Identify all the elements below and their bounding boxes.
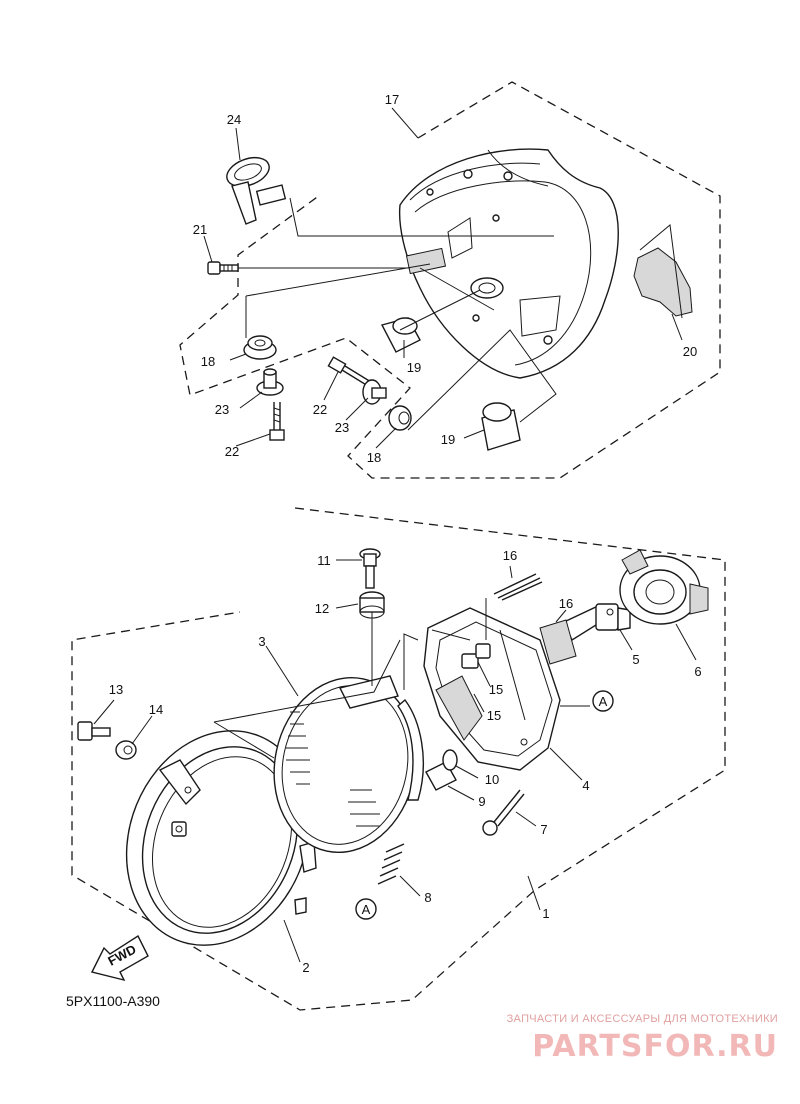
- callout-19-a: 19: [407, 360, 421, 375]
- assembly-1-boundary: [71, 507, 726, 1011]
- bolt-22-a: [327, 356, 372, 387]
- callout-13: 13: [109, 682, 123, 697]
- spring-8: [377, 843, 405, 885]
- callout-19-b: 19: [441, 432, 455, 447]
- grommet-14: [115, 740, 137, 760]
- side-cover-20: [633, 247, 693, 317]
- callout-18-b: 18: [367, 450, 381, 465]
- callout-21: 21: [193, 222, 207, 237]
- adjusting-screw-7: [482, 789, 525, 836]
- callout-15-b: 15: [487, 708, 501, 723]
- collar-23-a: [256, 368, 284, 396]
- grommet-18-a: [243, 335, 277, 360]
- ref-marker-a-lower: A: [355, 898, 377, 920]
- headlight-bracket-4: [423, 607, 561, 771]
- bolt-11: [359, 548, 381, 589]
- ref-marker-a-upper: A: [592, 690, 614, 712]
- callout-24: 24: [227, 112, 241, 127]
- headlight-housing: [398, 148, 619, 379]
- callout-leaders: [93, 107, 697, 963]
- ref-marker-label: A: [362, 902, 371, 917]
- screw-21: [207, 261, 239, 275]
- callout-16-b: 16: [559, 596, 573, 611]
- ref-marker-label: A: [599, 694, 608, 709]
- spring-16: [493, 573, 543, 601]
- grommet-18-b: [388, 405, 412, 431]
- headlight-lens-3: [273, 675, 424, 853]
- callout-14: 14: [149, 702, 163, 717]
- callout-5: 5: [632, 652, 639, 667]
- callout-7: 7: [540, 822, 547, 837]
- fwd-arrow-icon: FWD: [90, 934, 149, 982]
- headlight-bulb-5: [563, 603, 631, 642]
- callout-4: 4: [582, 778, 589, 793]
- diagram-code: 5PX1100-A390: [66, 993, 160, 1009]
- bulb-cover-6: [619, 549, 709, 625]
- callout-18-a: 18: [201, 354, 215, 369]
- callout-8: 8: [424, 890, 431, 905]
- callout-3: 3: [258, 634, 265, 649]
- callout-16-a: 16: [503, 548, 517, 563]
- callout-17: 17: [385, 92, 399, 107]
- assembly-17-boundary: [179, 81, 721, 479]
- watermark: ЗАПЧАСТИ И АКСЕССУАРЫ ДЛЯ МОТОТЕХНИКИ PA…: [507, 1013, 778, 1064]
- callout-23-a: 23: [215, 402, 229, 417]
- nut-10: [442, 749, 458, 771]
- screw-13: [77, 721, 111, 741]
- callout-22-a: 22: [313, 402, 327, 417]
- callout-11: 11: [317, 553, 331, 568]
- headlight-rim-2: [125, 730, 317, 946]
- cable-clamp-24: [226, 156, 287, 225]
- collar-23-b: [362, 379, 387, 405]
- clip-19-b: [481, 402, 521, 451]
- callout-9: 9: [478, 794, 485, 809]
- callout-22-b: 22: [225, 444, 239, 459]
- callout-6: 6: [694, 664, 701, 679]
- callout-numbers: 17 24 21 18 19 20 23 22 23 22 18 19 11 1…: [109, 92, 702, 975]
- watermark-tagline: ЗАПЧАСТИ И АКСЕССУАРЫ ДЛЯ МОТОТЕХНИКИ: [507, 1013, 778, 1025]
- callout-23-b: 23: [335, 420, 349, 435]
- callout-20: 20: [683, 344, 697, 359]
- callout-2: 2: [302, 960, 309, 975]
- assembly-17-leaders: [238, 197, 683, 431]
- callout-1: 1: [542, 906, 549, 921]
- callout-12: 12: [315, 601, 329, 616]
- assembly-1-leaders: [213, 598, 590, 759]
- callout-15-a: 15: [489, 682, 503, 697]
- bolt-22-b: [269, 402, 285, 441]
- pad-16: [539, 619, 577, 665]
- watermark-brand: PARTSFOR.RU: [532, 1029, 778, 1064]
- callout-10: 10: [485, 772, 499, 787]
- clip-19-a: [380, 317, 421, 353]
